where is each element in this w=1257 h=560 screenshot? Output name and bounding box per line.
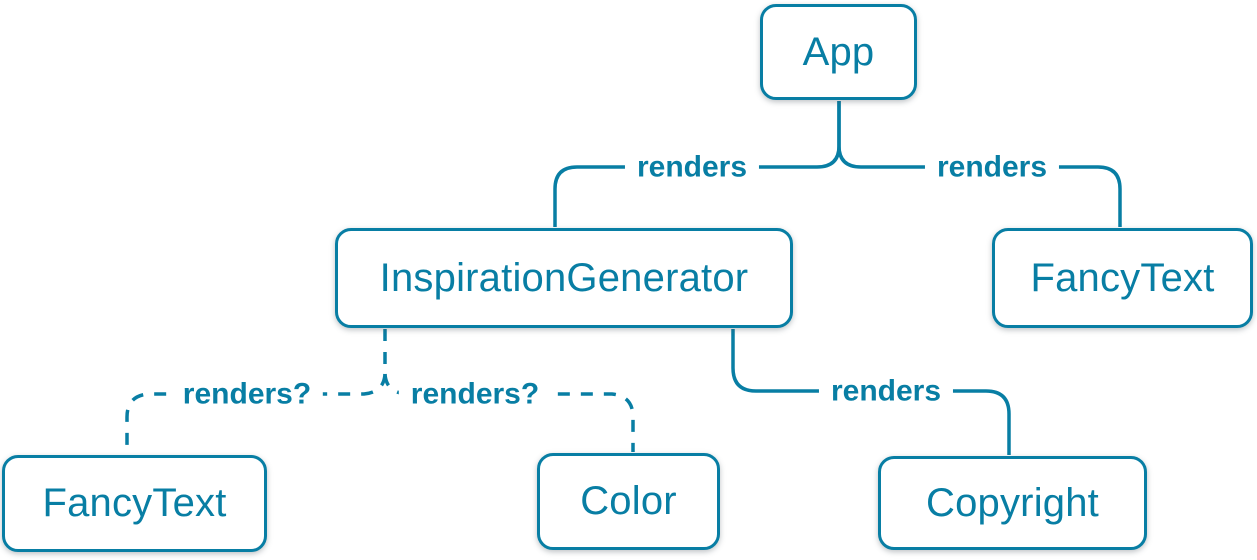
node-copyright: Copyright [878,456,1147,550]
edge-inspirationgenerator-color-dashed [383,373,635,452]
edge-inspirationgenerator-fancytext-dashed [125,373,387,454]
edge-label-renders-question-2: renders? [398,377,552,411]
edge-label-renders-1: renders [624,150,760,184]
node-fancy-text-left: FancyText [2,455,267,552]
edge-label-renders-2: renders [924,150,1060,184]
node-color: Color [537,453,720,550]
node-fancy-text-right: FancyText [992,228,1253,328]
edge-label-renders-3: renders [818,374,954,408]
edge-label-renders-question-1: renders? [170,377,324,411]
node-inspiration-generator: InspirationGenerator [335,228,793,328]
node-app: App [760,4,917,100]
